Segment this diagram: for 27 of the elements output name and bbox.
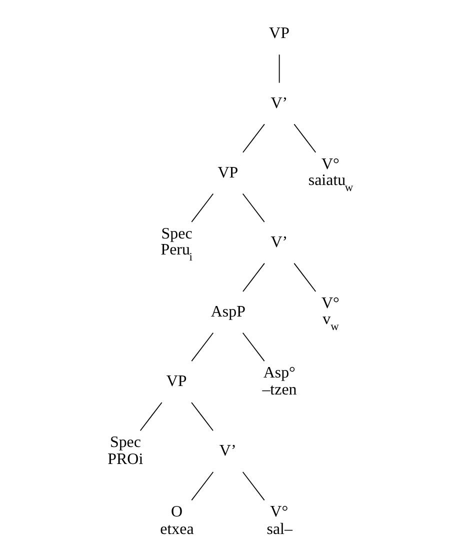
- connector: [242, 124, 265, 153]
- connector: [191, 402, 214, 432]
- connector: [242, 472, 265, 501]
- connector: [191, 472, 214, 501]
- node-text: V° v$_{w}$: [322, 294, 340, 333]
- node-text: V° sal–: [266, 504, 292, 538]
- node-text: V’: [270, 94, 288, 112]
- node-text: V’: [219, 442, 236, 460]
- connector: [278, 54, 280, 84]
- node-text: AspP: [210, 304, 246, 321]
- connector: [294, 262, 316, 292]
- node-text: V° saiatu$_{w}$: [308, 156, 354, 194]
- node-text: V’: [270, 234, 288, 251]
- node-text: VP: [269, 25, 290, 42]
- node-text: VP: [166, 373, 187, 390]
- node-text: VP: [218, 164, 238, 182]
- connector: [242, 332, 265, 362]
- connector: [191, 332, 214, 362]
- node-text: Spec Peru$_{i}$: [160, 225, 192, 264]
- connector: [242, 193, 265, 222]
- connector: [294, 124, 316, 153]
- connector: [140, 402, 162, 432]
- connector: [191, 193, 214, 222]
- node-text: Spec PROi: [108, 434, 144, 468]
- node-text: Asp° –tzen: [262, 364, 297, 399]
- connector: [242, 262, 265, 292]
- node-text: O etxea: [160, 504, 194, 538]
